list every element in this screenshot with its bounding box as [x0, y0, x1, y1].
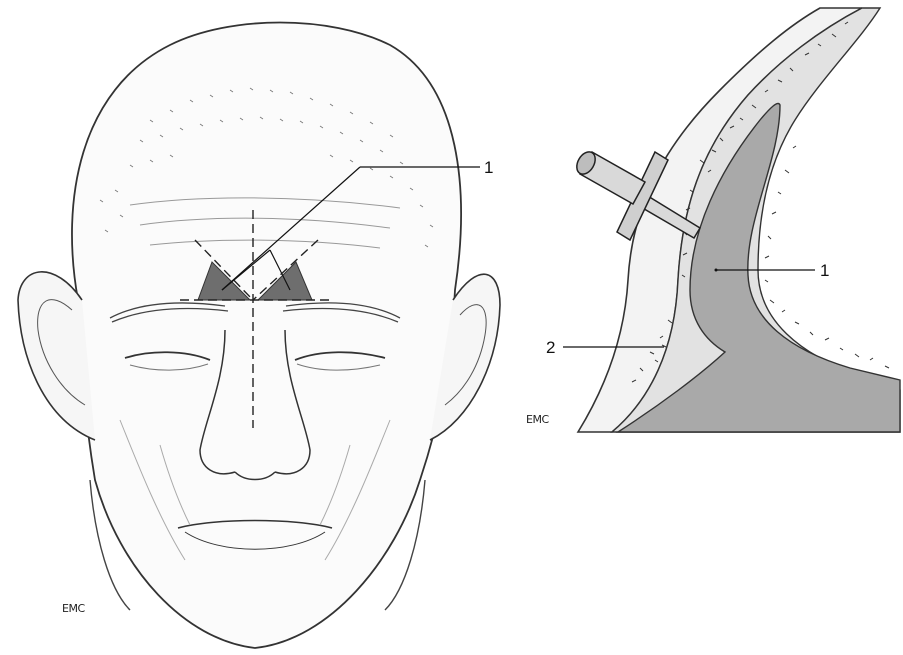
left-callout-1-label: 1 [484, 158, 493, 177]
right-signature: EMC [526, 413, 549, 426]
right-callout-1-dot [715, 269, 718, 272]
right-callout-1-label: 1 [820, 261, 829, 280]
face-illustration: 1 EMC [18, 23, 500, 649]
head-outline [72, 23, 461, 649]
sinus-section: 1 2 EMC [526, 8, 900, 432]
left-signature: EMC [62, 602, 85, 615]
right-callout-2-label: 2 [546, 338, 555, 357]
